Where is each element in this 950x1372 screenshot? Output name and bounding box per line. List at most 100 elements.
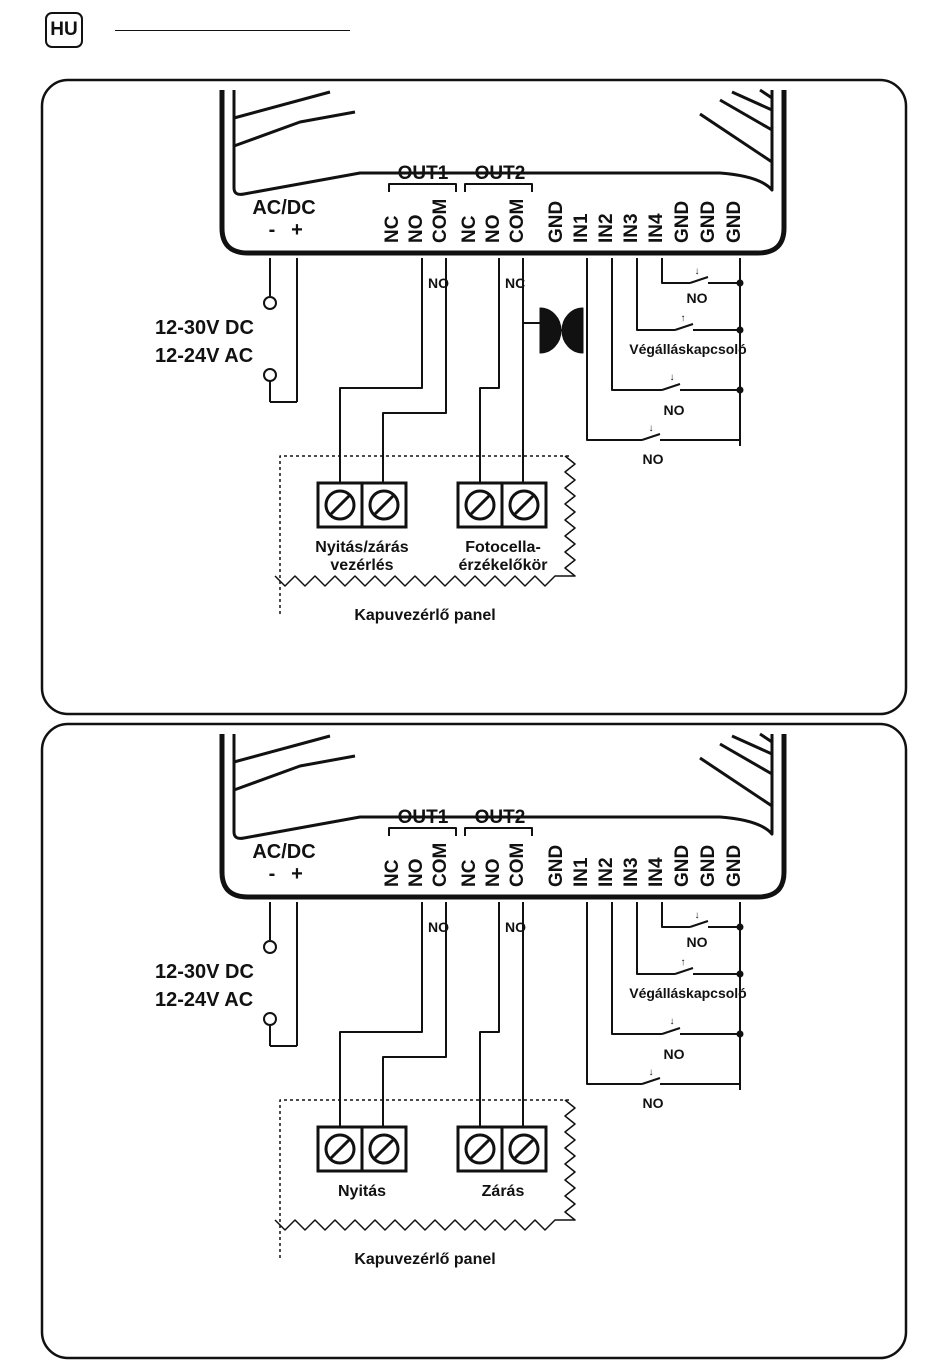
- in3-switch: [674, 967, 694, 975]
- ac-dc-label: AC/DC: [252, 197, 315, 219]
- in4-no-label: NO: [687, 934, 708, 950]
- device-rib: [233, 110, 356, 148]
- in1-wire: [586, 258, 642, 441]
- device-rib: [233, 734, 331, 764]
- supply-ac-label: 12-24V AC: [155, 345, 253, 367]
- in4-no-label: NO: [687, 290, 708, 306]
- in2-switch: [661, 383, 681, 391]
- terminal-label-6: GND: [546, 201, 567, 243]
- in4-switch: [689, 920, 709, 928]
- out2-bracket: [464, 183, 533, 192]
- screw-slot: [469, 494, 491, 516]
- terminal-label-3: NC: [459, 215, 480, 243]
- minus-label: -: [269, 863, 276, 885]
- junction-dot: [736, 279, 744, 287]
- terminal-label-3: NC: [459, 859, 480, 887]
- screw-slot: [513, 1138, 535, 1160]
- controller-panel-border: [279, 1099, 570, 1258]
- terminal-label-2: COM: [430, 843, 451, 887]
- device-rib: [731, 90, 773, 112]
- arrow-up: ↑: [681, 957, 686, 968]
- terminal-label-9: IN3: [621, 213, 642, 243]
- out1-label: OUT1: [398, 807, 449, 828]
- terminal-label-11: GND: [672, 201, 693, 243]
- arrow-down: ↓: [670, 372, 675, 383]
- out1-label: OUT1: [398, 163, 449, 184]
- screw: [324, 489, 356, 521]
- terminal-left-label: vezérlés: [330, 557, 393, 574]
- in2-no-label: NO: [664, 1046, 685, 1062]
- arrow-down: ↓: [670, 1016, 675, 1027]
- in3-wire: [636, 258, 675, 331]
- terminal-label-12: GND: [698, 201, 719, 243]
- device-rib: [233, 90, 331, 120]
- terminal-label-0: NC: [382, 215, 403, 243]
- device-rib: [233, 754, 356, 792]
- terminal-label-2: COM: [430, 199, 451, 243]
- out2-wire-label: NC: [505, 275, 525, 291]
- terminal-label-7: IN1: [571, 213, 592, 243]
- arrow-down: ↓: [649, 423, 654, 434]
- terminal-label-5: COM: [507, 199, 528, 243]
- terminal-label-4: NO: [483, 859, 504, 888]
- terminal-left-label: Nyitás/zárás: [315, 539, 408, 556]
- out1-com-wire: [382, 902, 447, 1127]
- out1-no-wire: [339, 902, 423, 1127]
- junction-dot: [736, 326, 744, 334]
- out2-wire-label: NO: [505, 919, 526, 935]
- supply-terminal: [263, 1012, 277, 1026]
- terminal-left-label: Nyitás: [338, 1183, 386, 1200]
- terminal-label-11: GND: [672, 845, 693, 887]
- device-housing-inner: [232, 734, 774, 840]
- device-rib: [719, 742, 773, 776]
- out2-bracket: [464, 827, 533, 836]
- in1-no-label: NO: [643, 451, 664, 467]
- screw: [368, 1133, 400, 1165]
- photocell-transmitter: [539, 307, 562, 354]
- supply-terminal: [263, 296, 277, 310]
- in2-no-label: NO: [664, 402, 685, 418]
- in2-switch: [661, 1027, 681, 1035]
- terminal-label-7: IN1: [571, 857, 592, 887]
- in3-wire: [636, 902, 675, 975]
- junction-dot: [736, 386, 744, 394]
- screw: [464, 1133, 496, 1165]
- terminal-label-10: IN4: [646, 213, 667, 243]
- language-badge: HU: [45, 12, 83, 48]
- in4-wire: [661, 258, 690, 284]
- in1-wire: [586, 902, 642, 1085]
- screw-slot: [373, 1138, 395, 1160]
- terminal-right-label: Fotocella-: [465, 539, 541, 556]
- terminal-label-12: GND: [698, 845, 719, 887]
- device-housing: [219, 734, 787, 900]
- in2-wire: [611, 902, 662, 1035]
- terminal-label-5: COM: [507, 843, 528, 887]
- terminal-label-10: IN4: [646, 857, 667, 887]
- arrow-down: ↓: [649, 1067, 654, 1078]
- device-rib: [759, 732, 773, 744]
- device-rib: [759, 88, 773, 100]
- controller-panel-label: Kapuvezérlő panel: [354, 1251, 495, 1268]
- photocell-receiver: [561, 307, 584, 354]
- in4-switch: [689, 276, 709, 284]
- junction-dot: [736, 970, 744, 978]
- terminal-label-6: GND: [546, 845, 567, 887]
- device-rib: [719, 98, 773, 132]
- screw: [368, 489, 400, 521]
- out1-no-wire: [339, 258, 423, 483]
- screw: [508, 1133, 540, 1165]
- terminal-label-1: NO: [406, 215, 427, 244]
- screw: [508, 489, 540, 521]
- in1-no-label: NO: [643, 1095, 664, 1111]
- terminal-label-13: GND: [724, 845, 745, 887]
- minus-label: -: [269, 219, 276, 241]
- controller-panel-label: Kapuvezérlő panel: [354, 607, 495, 624]
- controller-panel-zigzag: [274, 1099, 576, 1231]
- screw: [464, 489, 496, 521]
- supply-dc-label: 12-30V DC: [155, 961, 254, 983]
- out1-com-wire: [382, 258, 447, 483]
- screw-slot: [329, 1138, 351, 1160]
- supply-terminal: [263, 368, 277, 382]
- out2-wire: [479, 258, 500, 483]
